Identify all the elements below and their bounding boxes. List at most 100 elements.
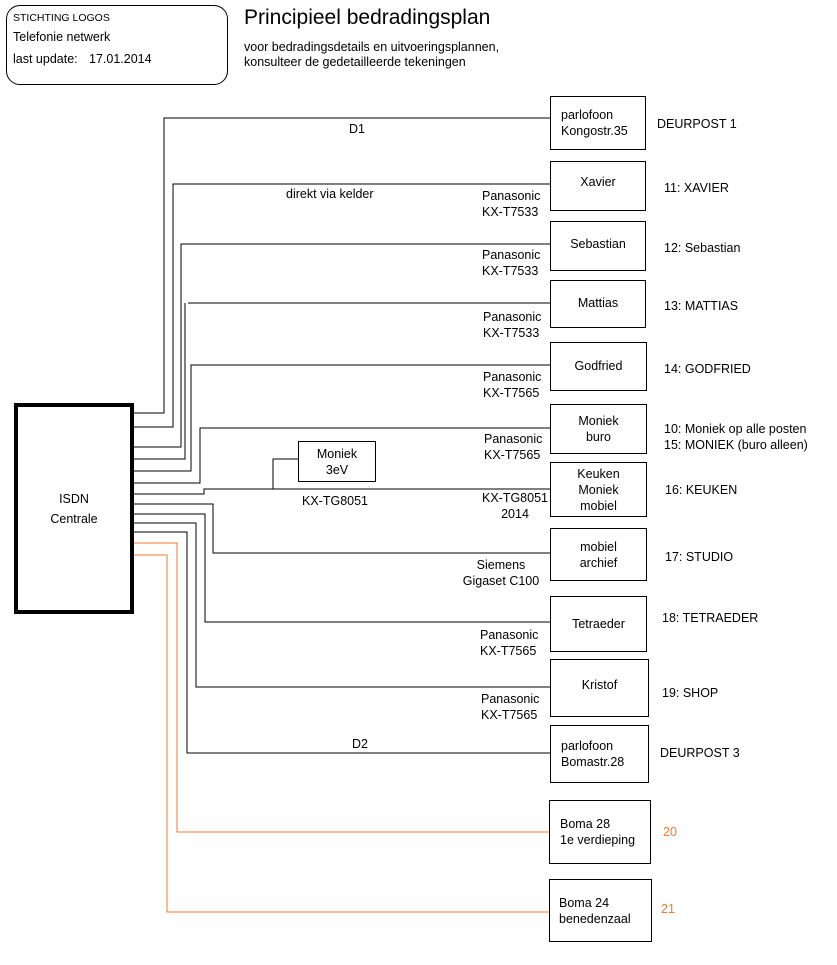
box-line: mobiel bbox=[580, 539, 617, 554]
model-label-keuken: KX-TG8051 2014 bbox=[480, 490, 550, 522]
box-line: Tetraeder bbox=[572, 617, 625, 631]
wire-deurpost-1 bbox=[134, 117, 550, 414]
wire-moniek-3ev-branch bbox=[272, 458, 298, 489]
page-subtitle: voor bedradingsdetails en uitvoeringspla… bbox=[244, 40, 499, 70]
ext-label-boma-28: 20 bbox=[663, 825, 677, 839]
wire-godfried bbox=[134, 364, 550, 472]
wire-mattias bbox=[134, 303, 186, 460]
wire-kristof bbox=[134, 522, 550, 688]
label-d1: D1 bbox=[349, 122, 365, 136]
wire-keuken bbox=[134, 488, 550, 495]
model-line: Panasonic bbox=[482, 189, 541, 203]
model-label-mattias: Panasonic KX-T7533 bbox=[483, 309, 541, 341]
central-line-2: Centrale bbox=[50, 511, 98, 526]
ext-label-xavier: 11: XAVIER bbox=[664, 181, 729, 195]
model-line: Panasonic bbox=[481, 692, 540, 706]
label-d2: D2 bbox=[352, 737, 368, 751]
ext-label-deurpost-1: DEURPOST 1 bbox=[657, 117, 737, 131]
wire-boma-28 bbox=[134, 542, 549, 833]
model-line: KX-T7565 bbox=[484, 448, 541, 462]
model-line: Panasonic bbox=[483, 310, 542, 324]
station-box-kristof: Kristof bbox=[550, 659, 649, 717]
ext-label-mattias: 13: MATTIAS bbox=[664, 299, 739, 313]
model-line: Panasonic bbox=[482, 248, 541, 262]
ext-label-tetraeder: 18: TETRAEDER bbox=[662, 611, 759, 625]
wire-studio bbox=[134, 503, 550, 554]
ext-label-boma-24: 21 bbox=[661, 902, 675, 916]
model-line: Panasonic bbox=[484, 432, 543, 446]
update-date: 17.01.2014 bbox=[89, 52, 152, 66]
station-box-boma-28: Boma 28 1e verdieping bbox=[549, 800, 651, 864]
station-box-keuken: Keuken Moniek mobiel bbox=[550, 462, 647, 517]
model-line: KX-T7533 bbox=[482, 264, 539, 278]
model-label-xavier: Panasonic KX-T7533 bbox=[482, 188, 540, 220]
box-line: 1e verdieping bbox=[560, 833, 636, 847]
model-line: KX-T7565 bbox=[480, 644, 537, 658]
ext-label-sebastian: 12: Sebastian bbox=[664, 241, 741, 255]
device-line-1: Moniek bbox=[316, 446, 358, 461]
station-box-mattias: Mattias bbox=[550, 280, 646, 328]
station-box-studio: mobiel archief bbox=[550, 528, 647, 581]
ext-label-moniek-buro: 10: Moniek op alle posten 15: MONIEK (bu… bbox=[664, 421, 808, 453]
subtitle-line-2: konsulteer de gedetailleerde tekeningen bbox=[244, 55, 466, 69]
device-line-2: 3eV bbox=[325, 462, 349, 477]
info-box: STICHTING LOGOS Telefonie netwerk last u… bbox=[6, 5, 228, 85]
model-line: 2014 bbox=[501, 507, 529, 521]
model-line: KX-T7533 bbox=[483, 326, 540, 340]
station-box-sebastian: Sebastian bbox=[550, 221, 646, 271]
box-line: parlofoon bbox=[561, 108, 614, 122]
station-box-deurpost-1: parlofoon Kongostr.35 bbox=[550, 96, 646, 150]
isdn-central: ISDN Centrale bbox=[14, 403, 134, 614]
label-kx-tg8051-branch: KX-TG8051 bbox=[302, 494, 369, 508]
model-line: Gigaset C100 bbox=[462, 574, 540, 588]
station-box-deurpost-3: parlofoon Bomastr.28 bbox=[550, 725, 649, 783]
model-line: Panasonic bbox=[483, 370, 542, 384]
model-line: KX-T7565 bbox=[483, 386, 540, 400]
box-line: Sebastian bbox=[570, 237, 626, 251]
ext-label-kristof: 19: SHOP bbox=[662, 686, 719, 700]
box-line: benedenzaal bbox=[559, 911, 631, 926]
station-box-godfried: Godfried bbox=[550, 342, 647, 391]
station-box-boma-24: Boma 24 benedenzaal bbox=[549, 879, 652, 942]
device-moniek-3ev: Moniek 3eV bbox=[298, 441, 376, 482]
model-line: KX-T7565 bbox=[481, 708, 538, 722]
ext-label-godfried: 14: GODFRIED bbox=[664, 362, 751, 376]
box-line: Boma 24 bbox=[559, 895, 610, 910]
station-box-xavier: Xavier bbox=[550, 161, 646, 211]
model-line: KX-T7533 bbox=[482, 205, 539, 219]
org-name: STICHTING LOGOS bbox=[13, 12, 110, 24]
ext-label-keuken: 16: KEUKEN bbox=[665, 483, 738, 497]
box-line: Kongostr.35 bbox=[561, 124, 628, 138]
wire-xavier bbox=[134, 183, 550, 428]
model-label-godfried: Panasonic KX-T7565 bbox=[483, 369, 541, 401]
box-line: mobiel bbox=[580, 498, 617, 513]
station-box-moniek-buro: Moniek buro bbox=[550, 404, 647, 454]
box-line: Keuken bbox=[577, 466, 620, 481]
wire-moniek-buro bbox=[134, 427, 550, 484]
model-label-tetraeder: Panasonic KX-T7565 bbox=[480, 627, 538, 659]
update-label: last update: bbox=[13, 52, 78, 66]
wire-boma-24 bbox=[134, 554, 549, 913]
box-line: Moniek bbox=[578, 414, 619, 428]
central-line-1: ISDN bbox=[59, 491, 89, 506]
box-line: Moniek bbox=[578, 482, 619, 497]
model-line: Siemens bbox=[476, 558, 526, 572]
box-line: Xavier bbox=[580, 175, 616, 189]
model-line: KX-TG8051 bbox=[481, 491, 548, 505]
model-label-studio: Siemens Gigaset C100 bbox=[455, 557, 547, 589]
box-line: Boma 28 bbox=[560, 817, 611, 831]
page-title: Principieel bedradingsplan bbox=[244, 6, 491, 29]
network-name: Telefonie netwerk bbox=[13, 30, 111, 44]
station-box-tetraeder: Tetraeder bbox=[550, 596, 647, 652]
box-line: archief bbox=[579, 555, 618, 570]
box-line: Mattias bbox=[577, 296, 619, 310]
box-line: Godfried bbox=[574, 358, 623, 373]
wire-sebastian bbox=[134, 243, 550, 448]
ext-label-studio: 17: STUDIO bbox=[665, 550, 734, 564]
box-line: buro bbox=[585, 430, 612, 444]
ext-label-deurpost-3: DEURPOST 3 bbox=[660, 746, 740, 760]
box-line: parlofoon bbox=[561, 739, 614, 753]
label-direkt-via-kelder: direkt via kelder bbox=[286, 187, 374, 201]
model-label-sebastian: Panasonic KX-T7533 bbox=[482, 247, 540, 279]
